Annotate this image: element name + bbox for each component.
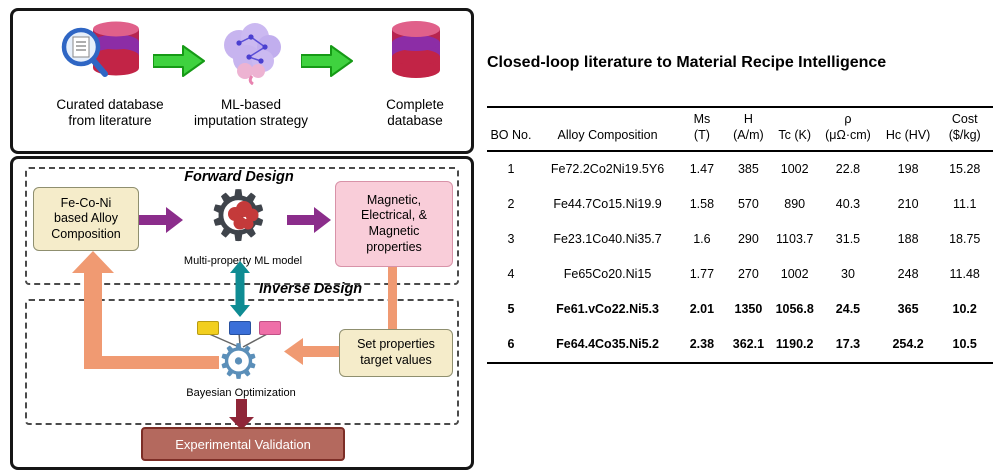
bayesian-gear-icon: ⚙: [217, 339, 265, 387]
cell-bo: 5: [507, 302, 515, 317]
data-pipeline-box: Curated database from literature ML-base…: [10, 8, 474, 154]
cell-rho: 22.8: [835, 162, 861, 177]
cell-ms: 2.38: [689, 337, 715, 352]
experimental-validation-box: Experimental Validation: [141, 427, 345, 461]
column-header-comp: Alloy Composition: [557, 127, 658, 142]
green-arrow-right-icon: [152, 45, 205, 82]
cell-hc: 248: [897, 267, 919, 282]
database-cylinder: [93, 21, 139, 76]
cell-cost: 10.2: [952, 302, 977, 317]
column-header-h: H (A/m): [733, 112, 764, 142]
cell-bo: 4: [507, 267, 515, 282]
cell-rho: 24.5: [835, 302, 861, 317]
green-arrow-right-icon: [300, 45, 353, 82]
cell-ms: 1.47: [689, 162, 715, 177]
bo-yellow-node: [197, 321, 219, 335]
cell-h: 570: [737, 197, 759, 212]
cell-comp: Fe72.2Co2Ni19.5Y6: [550, 162, 665, 177]
cell-cost: 10.5: [952, 337, 977, 352]
table-row: 6 Fe64.4Co35.Ni5.2 2.38 362.1 1190.2 17.3 254.…: [487, 327, 993, 363]
cell-rho: 40.3: [835, 197, 861, 212]
table-row: 3 Fe23.1Co40.Ni35.7 1.6 290 1103.7 31.5 188 18.…: [487, 222, 993, 257]
cell-cost: 15.28: [949, 162, 981, 177]
cell-tc: 890: [784, 197, 806, 212]
bo-pink-node: [259, 321, 281, 335]
cell-hc: 198: [897, 162, 919, 177]
curated-database-icon: [57, 19, 145, 92]
magnifier-icon: [61, 27, 108, 77]
design-loop-box: Forward Design Fe-Co-Ni based Alloy Comp…: [10, 156, 474, 470]
cell-bo: 3: [507, 232, 515, 247]
column-header-hc: Hc (HV): [885, 127, 931, 142]
table-body: 1 Fe72.2Co2Ni19.5Y6 1.47 385 1002 22.8 198 15.2…: [487, 151, 993, 363]
cell-hc: 188: [897, 232, 919, 247]
teal-double-arrow-icon: [229, 261, 251, 322]
properties-box: Magnetic, Electrical, & Magnetic propert…: [335, 181, 453, 267]
cell-rho: 31.5: [835, 232, 861, 247]
cell-bo: 6: [507, 337, 515, 352]
bo-blue-node: [229, 321, 251, 335]
pipeline-step-label: Complete database: [386, 97, 444, 129]
column-header-rho: ρ (μΩ·cm): [825, 112, 871, 142]
results-table: BO No. Alloy Composition Ms (T) H (A/m) Tc (…: [487, 106, 993, 365]
cell-ms: 1.58: [689, 197, 715, 212]
table-row: 5 Fe61.vCo22.Ni5.3 2.01 1350 1056.8 24.5 365 10…: [487, 292, 993, 327]
cell-ms: 2.01: [689, 302, 715, 317]
cell-ms: 1.6: [693, 232, 711, 247]
table-header-row: BO No. Alloy Composition Ms (T) H (A/m) Tc (…: [487, 107, 993, 152]
ml-model-gear-icon: ⚙: [207, 181, 279, 253]
cell-h: 270: [737, 267, 759, 282]
column-header-bo: BO No.: [490, 127, 532, 142]
cell-h: 385: [737, 162, 759, 177]
inverse-design-title: Inverse Design: [259, 281, 363, 297]
column-header-ms: Ms (T): [693, 112, 711, 142]
cell-comp: Fe23.1Co40.Ni35.7: [553, 232, 662, 247]
purple-arrow-right-icon: [139, 207, 183, 238]
cell-comp: Fe61.vCo22.Ni5.3: [556, 302, 659, 317]
cell-hc: 254.2: [892, 337, 924, 352]
cell-hc: 365: [897, 302, 919, 317]
forward-design-title: Forward Design: [184, 169, 294, 185]
bayesian-label: Bayesian Optimization: [186, 387, 296, 399]
cell-tc: 1103.7: [776, 232, 814, 247]
target-values-box: Set properties target values: [339, 329, 453, 377]
table-row: 4 Fe65Co20.Ni15 1.77 270 1002 30 248 11.48: [487, 257, 993, 292]
gear-icon: ⚙: [217, 336, 261, 389]
ml-model-label: Multi-property ML model: [183, 255, 303, 267]
column-header-cost: Cost ($/kg): [948, 112, 981, 142]
cell-h: 290: [737, 232, 759, 247]
pipeline-step-label: Curated database from literature: [56, 97, 164, 129]
gear-icon: ⚙: [207, 177, 270, 255]
cell-tc: 1056.8: [775, 302, 814, 317]
results-panel: Closed-loop literature to Material Recip…: [487, 0, 997, 365]
cell-rho: 17.3: [835, 337, 861, 352]
purple-arrow-right-icon: [287, 207, 331, 238]
cell-rho: 30: [841, 267, 855, 282]
cell-cost: 11.48: [949, 267, 980, 282]
cell-bo: 2: [507, 197, 515, 212]
cell-cost: 11.1: [953, 197, 977, 212]
cell-hc: 210: [897, 197, 919, 212]
cell-comp: Fe44.7Co15.Ni19.9: [553, 197, 662, 212]
cell-comp: Fe64.4Co35.Ni5.2: [556, 337, 659, 352]
cell-tc: 1190.2: [775, 337, 814, 352]
cell-tc: 1002: [780, 162, 809, 177]
cell-bo: 1: [507, 162, 515, 177]
complete-database-icon: [389, 19, 443, 86]
cell-h: 362.1: [732, 337, 765, 352]
ml-brain-icon: [215, 19, 289, 90]
composition-box: Fe-Co-Ni based Alloy Composition: [33, 187, 139, 251]
table-row: 2 Fe44.7Co15.Ni19.9 1.58 570 890 40.3 210 11.1: [487, 187, 993, 222]
column-header-tc: Tc (K): [778, 127, 811, 142]
cell-comp: Fe65Co20.Ni15: [563, 267, 652, 282]
pipeline-step-label: ML-based imputation strategy: [193, 97, 309, 129]
cell-cost: 18.75: [949, 232, 981, 247]
panel-title: Closed-loop literature to Material Recip…: [487, 54, 887, 71]
table-row: 1 Fe72.2Co2Ni19.5Y6 1.47 385 1002 22.8 198 15.2…: [487, 151, 993, 187]
cell-ms: 1.77: [689, 267, 715, 282]
cell-h: 1350: [734, 302, 763, 317]
cell-tc: 1002: [780, 267, 809, 282]
